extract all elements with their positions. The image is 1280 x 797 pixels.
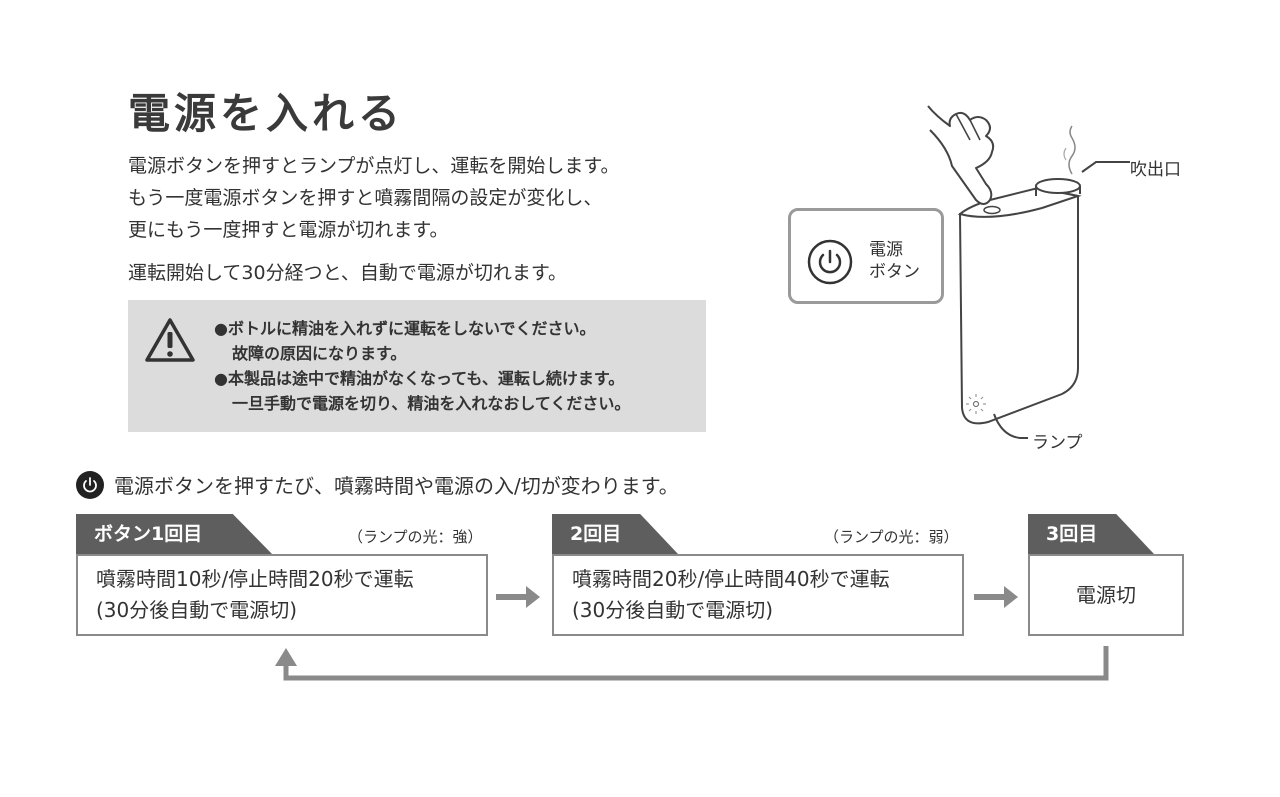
lamp-label: ランプ <box>1032 433 1083 453</box>
diffuser-illustration <box>927 105 1130 439</box>
step-tab-2: 2回目 <box>552 514 678 554</box>
power-icon <box>76 470 104 499</box>
warning-line: 一旦手動で電源を切り、精油を入れなおしてください。 <box>232 394 631 413</box>
intro-text: 電源ボタンを押すとランプが点灯し、運転を開始します。 もう一度電源ボタンを押すと… <box>128 150 620 246</box>
intro-line: 更にもう一度押すと電源が切れます。 <box>128 219 449 241</box>
warning-line: ●ボトルに精油を入れずに運転をしないでください。 <box>214 319 596 338</box>
warning-line: 故障の原因になります。 <box>232 344 407 363</box>
power-button-callout: 電源 ボタン <box>788 208 944 304</box>
warning-text: ●ボトルに精油を入れずに運転をしないでください。 故障の原因になります。 ●本製… <box>214 316 630 416</box>
power-button-label: 電源 ボタン <box>869 240 920 282</box>
step-tab-1: ボタン1回目 <box>76 514 272 554</box>
step-line: (30分後自動で電源切) <box>572 598 774 622</box>
intro-line: もう一度電源ボタンを押すと噴霧間隔の設定が変化し、 <box>128 187 603 209</box>
step-line: 噴霧時間20秒/停止時間40秒で運転 <box>572 567 890 591</box>
arrow-right-icon <box>496 586 540 608</box>
page-title: 電源を入れる <box>128 89 405 138</box>
step-box-1: 噴霧時間10秒/停止時間20秒で運転 (30分後自動で電源切) <box>76 554 488 636</box>
arrow-right-icon <box>974 586 1018 608</box>
power-icon <box>807 239 853 285</box>
step-box-2: 噴霧時間20秒/停止時間40秒で運転 (30分後自動で電源切) <box>552 554 964 636</box>
outlet-label: 吹出口 <box>1130 160 1181 180</box>
flow-heading: 電源ボタンを押すたび、噴霧時間や電源の入/切が変わります。 <box>76 470 679 499</box>
warning-box: ●ボトルに精油を入れずに運転をしないでください。 故障の原因になります。 ●本製… <box>128 300 706 432</box>
lamp-note-2: （ランプの光：弱） <box>824 528 959 546</box>
flow-heading-text: 電源ボタンを押すたび、噴霧時間や電源の入/切が変わります。 <box>114 474 679 498</box>
warning-triangle-icon <box>145 318 195 362</box>
step-tab-3: 3回目 <box>1028 514 1154 554</box>
step-line: 電源切 <box>1076 582 1136 607</box>
step-line: 噴霧時間10秒/停止時間20秒で運転 <box>96 567 414 591</box>
intro-line: 電源ボタンを押すとランプが点灯し、運転を開始します。 <box>128 155 620 177</box>
auto-off-note: 運転開始して30分経つと、自動で電源が切れます。 <box>128 262 567 284</box>
warning-line: ●本製品は途中で精油がなくなっても、運転し続けます。 <box>214 369 625 388</box>
step-box-3: 電源切 <box>1028 554 1184 636</box>
return-arrow-icon <box>275 646 1109 681</box>
lamp-note-1: （ランプの光：強） <box>348 528 483 546</box>
step-line: (30分後自動で電源切) <box>96 598 298 622</box>
